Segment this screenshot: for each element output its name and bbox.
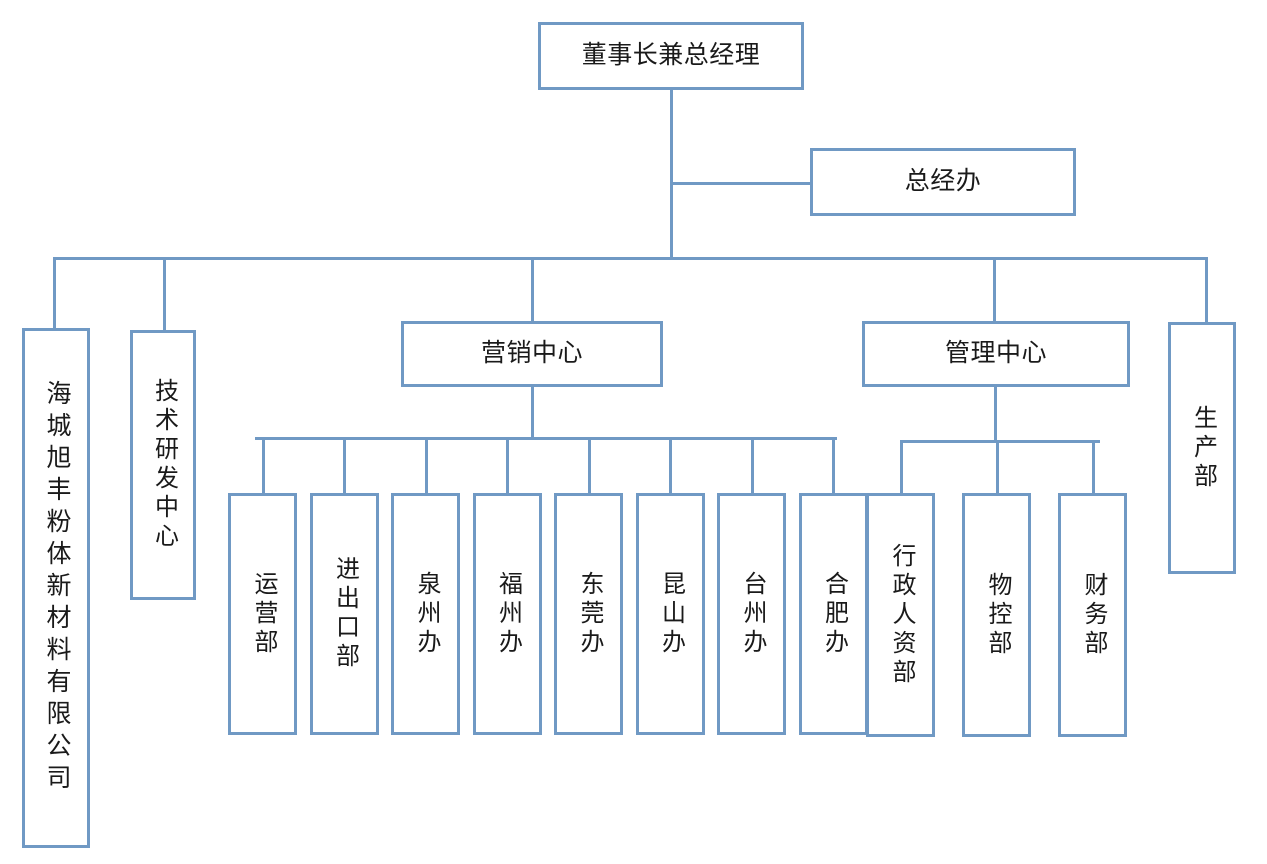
connector-chairman-stem [670,90,673,259]
node-marketing-child-label: 运营部 [249,570,276,658]
node-management-child-label: 财务部 [1079,571,1106,659]
connector-marketing-bus [255,437,837,440]
node-marketing-child-label: 合肥办 [820,570,847,658]
connector-main-bus [53,257,1208,260]
connector-drop-management-child [1091,440,1095,493]
connector-drop-marketing-child [587,437,591,493]
connector-drop-marketing-child [343,437,346,493]
node-management-child[interactable]: 财务部 [1058,493,1127,737]
node-marketing-child[interactable]: 进出口部 [309,493,379,735]
node-marketing-child[interactable]: 昆山办 [635,493,705,735]
connector-drop-management-child [899,440,903,493]
connector-drop-marketing-child [750,437,754,493]
connector-management-stem [994,387,997,440]
connector-drop-marketing-child [261,437,265,493]
node-marketing-child-label: 福州办 [494,570,521,658]
connector-to-gm-office [670,182,812,185]
connector-drop-marketing [531,257,534,321]
node-gm-office[interactable]: 总经办 [810,148,1076,216]
node-marketing-child-label: 东莞办 [575,570,602,658]
node-marketing-child[interactable]: 合肥办 [798,493,868,735]
node-marketing-child[interactable]: 台州办 [717,493,786,735]
node-marketing-child[interactable]: 运营部 [228,493,297,735]
connector-drop-marketing-child [424,437,428,493]
connector-management-bus [901,440,1100,443]
connector-drop-management [993,257,996,321]
node-marketing-child[interactable]: 泉州办 [391,493,460,735]
connector-drop-management-child [995,440,999,493]
node-management-center[interactable]: 管理中心 [862,321,1130,387]
connector-drop-rnd [163,257,166,332]
node-production-dept-label: 生产部 [1189,404,1216,492]
connector-marketing-stem [531,387,534,437]
node-marketing-child-label: 台州办 [738,570,765,658]
node-chairman[interactable]: 董事长兼总经理 [538,22,804,90]
node-production-dept[interactable]: 生产部 [1168,322,1236,574]
node-marketing-child[interactable]: 东莞办 [554,493,623,735]
node-management-child-label: 行政人资部 [887,542,914,688]
node-marketing-center-label: 营销中心 [480,339,583,367]
node-chairman-label: 董事长兼总经理 [581,41,761,69]
node-management-center-label: 管理中心 [944,339,1047,367]
connector-drop-marketing-child [832,437,835,493]
connector-drop-company [53,257,56,330]
node-company-label: 海城旭丰粉体新材料有限公司 [43,380,70,796]
node-management-child[interactable]: 行政人资部 [866,493,935,737]
node-gm-office-label: 总经办 [904,167,982,195]
connector-drop-marketing-child [669,437,672,493]
node-marketing-child[interactable]: 福州办 [472,493,542,735]
node-marketing-child-label: 泉州办 [412,570,439,658]
node-management-child-label: 物控部 [983,571,1010,659]
node-marketing-center[interactable]: 营销中心 [401,321,663,387]
connector-drop-production [1205,257,1208,322]
connector-drop-marketing-child [506,437,509,493]
node-rnd-center[interactable]: 技术研发中心 [130,330,196,600]
node-marketing-child-label: 进出口部 [331,556,358,672]
node-management-child[interactable]: 物控部 [962,493,1031,737]
node-company[interactable]: 海城旭丰粉体新材料有限公司 [22,328,90,848]
node-rnd-center-label: 技术研发中心 [150,378,177,552]
node-marketing-child-label: 昆山办 [657,570,684,658]
